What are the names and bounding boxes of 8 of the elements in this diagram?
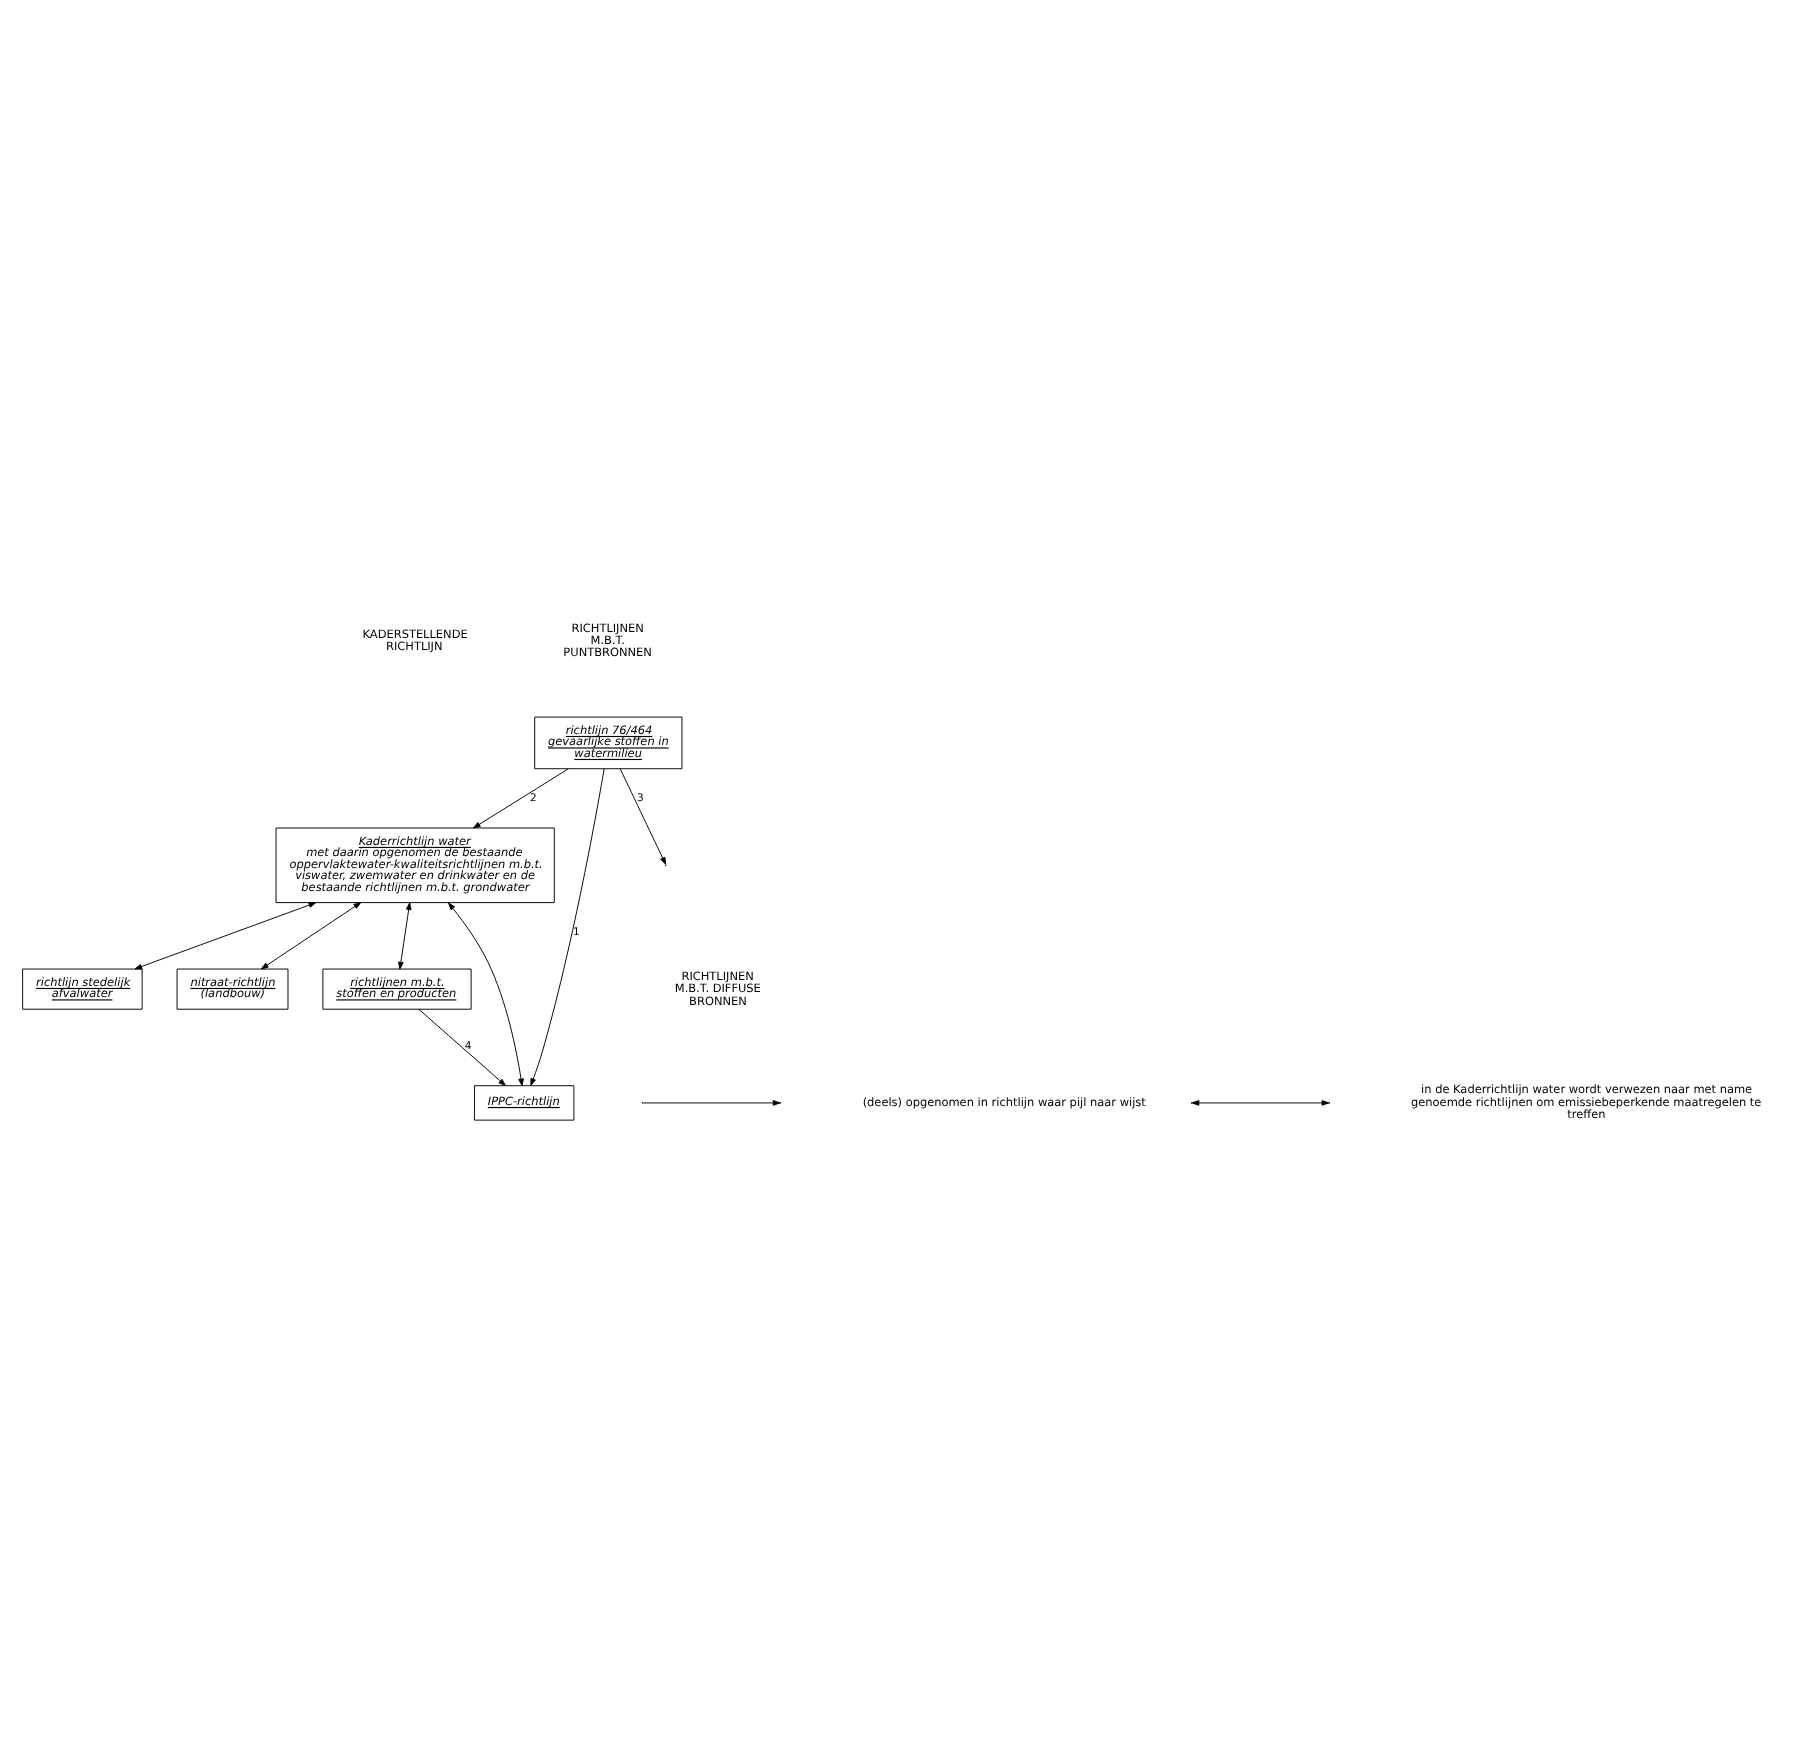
arrow <box>530 768 605 1086</box>
arrow <box>260 902 362 970</box>
arrow <box>472 768 569 829</box>
arrow <box>398 902 412 970</box>
arrow <box>448 902 524 1087</box>
arrow <box>134 902 317 970</box>
arrow <box>418 1008 506 1086</box>
arrow <box>619 768 667 865</box>
